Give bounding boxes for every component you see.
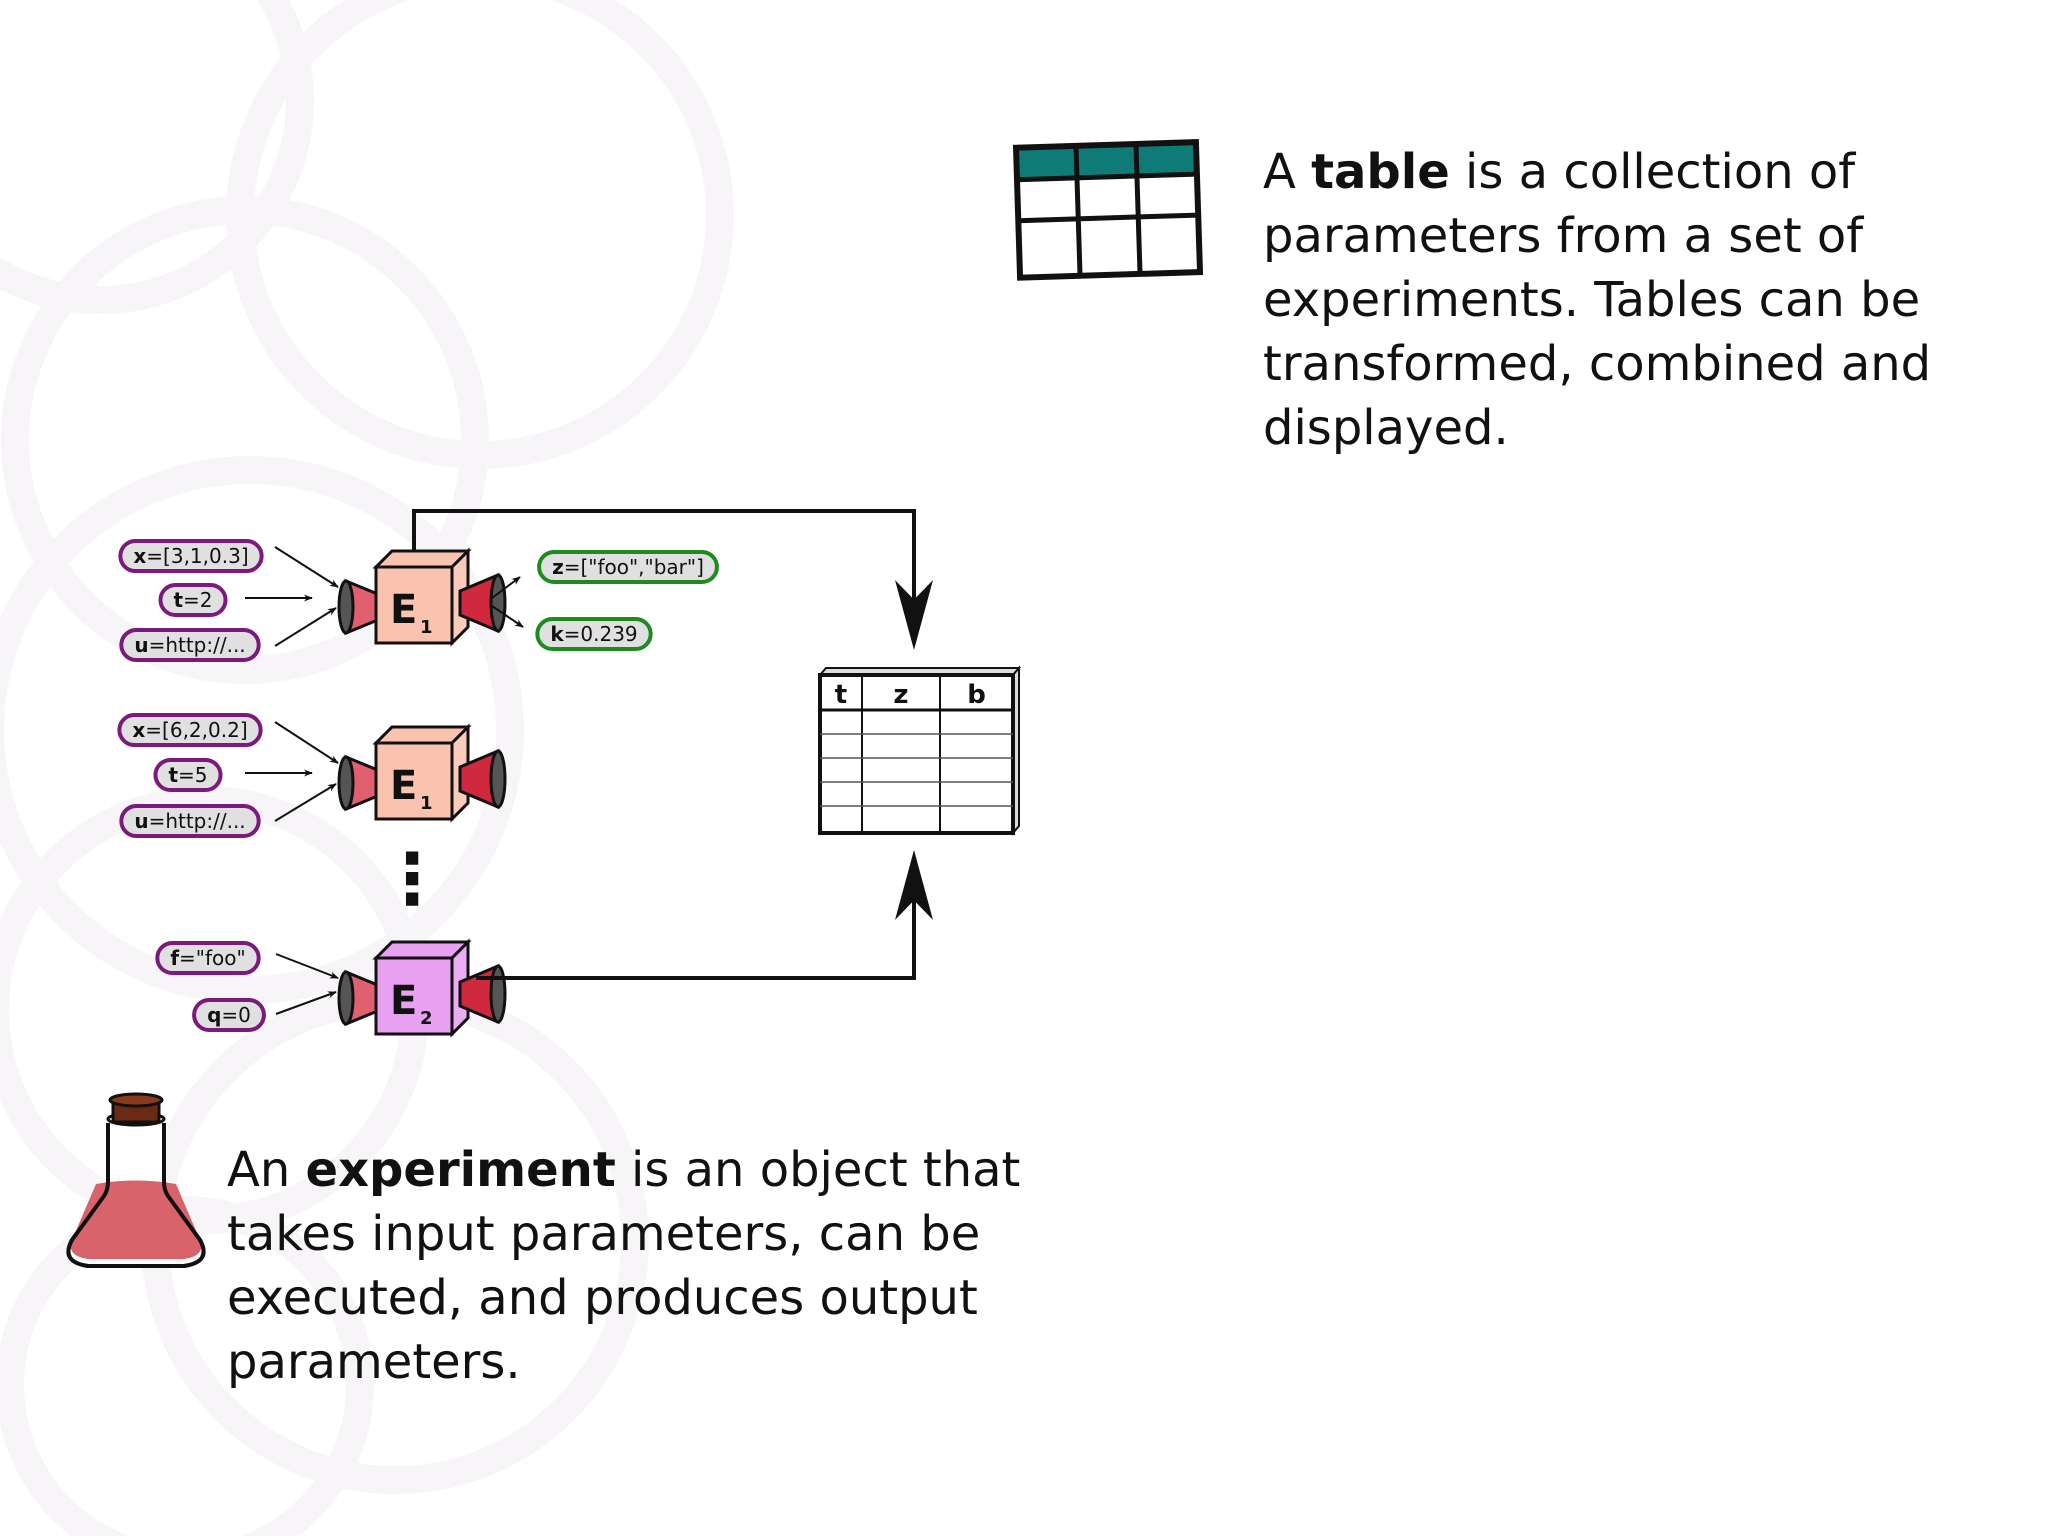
table-desc-rest: is a collection of parameters from a set…	[1263, 144, 1932, 456]
experiment-desc-rest: is an object that takes input parameters…	[227, 1142, 1021, 1390]
table-term: table	[1311, 144, 1450, 200]
experiment-term: experiment	[305, 1142, 616, 1198]
experiment-desc-prefix: An	[227, 1142, 306, 1198]
table-desc-prefix: A	[1263, 144, 1312, 200]
table-description: A table is a collection of parameters fr…	[1263, 140, 2023, 460]
experiment-description: An experiment is an object that takes in…	[227, 1138, 1087, 1394]
